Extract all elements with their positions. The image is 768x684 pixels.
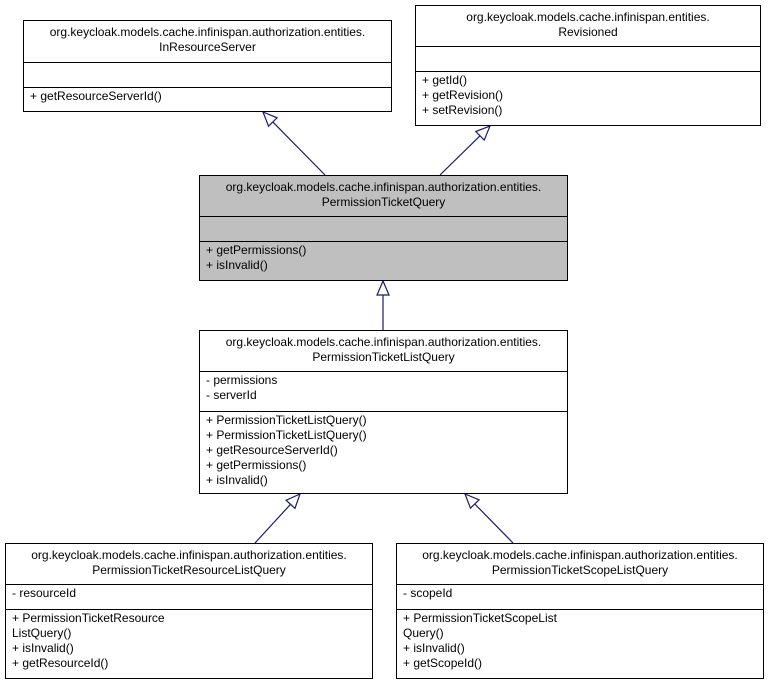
attributes-section (200, 216, 567, 241)
method: + getRevision() (422, 88, 504, 102)
attributes-section: - resourceId (6, 584, 372, 609)
attributes-section: - permissions- serverId (200, 371, 567, 411)
edge-line (474, 503, 514, 544)
inheritance-edge (254, 492, 302, 544)
class-name: org.keycloak.models.cache.infinispan.aut… (6, 544, 372, 584)
class-permission-ticket-scope-list-query[interactable]: org.keycloak.models.cache.infinispan.aut… (396, 543, 764, 679)
method: + getResourceId() (12, 656, 109, 670)
inheritance-edge (439, 124, 492, 176)
hollow-arrowhead-icon (376, 279, 390, 296)
class-name: org.keycloak.models.cache.infinispan.aut… (200, 331, 567, 371)
class-permission-ticket-list-query[interactable]: org.keycloak.models.cache.infinispan.aut… (199, 330, 568, 494)
edge-line (254, 503, 291, 544)
class-name-line: InResourceServer (159, 40, 256, 54)
edge-line (272, 121, 326, 176)
attributes-section (416, 46, 760, 71)
class-name-line: org.keycloak.models.cache.infinispan.aut… (225, 335, 542, 349)
attribute: - permissions (206, 373, 278, 387)
class-name: org.keycloak.models.cache.infinispan.ent… (416, 6, 760, 46)
class-name-line: org.keycloak.models.cache.infinispan.aut… (49, 25, 366, 39)
class-name-line: Revisioned (558, 25, 618, 39)
attributes-section (24, 62, 391, 87)
class-name-line: PermissionTicketScopeListQuery (491, 563, 669, 577)
method: + PermissionTicketListQuery() (206, 428, 367, 442)
methods-section: + getResourceServerId() (24, 87, 391, 104)
hollow-arrowhead-icon (285, 492, 302, 510)
method: + getPermissions() (206, 458, 307, 472)
method: ListQuery() (12, 626, 72, 640)
method: Query() (403, 626, 444, 640)
hollow-arrowhead-icon (474, 124, 492, 142)
method: + isInvalid() (403, 641, 465, 655)
method: + PermissionTicketListQuery() (206, 413, 367, 427)
attribute: - resourceId (12, 586, 77, 600)
method: + isInvalid() (12, 641, 74, 655)
method: + getResourceServerId() (30, 89, 162, 103)
method: + getResourceServerId() (206, 443, 338, 457)
method: + getId() (422, 73, 468, 87)
class-revisioned[interactable]: org.keycloak.models.cache.infinispan.ent… (415, 5, 761, 126)
method: + getPermissions() (206, 243, 307, 257)
class-name-line: org.keycloak.models.cache.infinispan.aut… (422, 548, 738, 562)
method: + PermissionTicketResource (12, 611, 165, 625)
methods-section: + getPermissions()+ isInvalid() (200, 241, 567, 273)
inheritance-edge (463, 492, 514, 544)
class-name-line: org.keycloak.models.cache.infinispan.ent… (466, 10, 710, 24)
class-in-resource-server[interactable]: org.keycloak.models.cache.infinispan.aut… (23, 20, 392, 112)
method: + getScopeId() (403, 656, 483, 670)
inheritance-edge (376, 279, 390, 330)
attribute: - scopeId (403, 586, 453, 600)
class-name-line: org.keycloak.models.cache.infinispan.aut… (31, 548, 347, 562)
methods-section: + getId()+ getRevision()+ setRevision() (416, 71, 760, 118)
attributes-section: - scopeId (397, 584, 763, 609)
edge-line (439, 135, 481, 176)
attribute: - serverId (206, 388, 257, 402)
method: + isInvalid() (206, 473, 268, 487)
hollow-arrowhead-icon (463, 492, 481, 510)
method: + setRevision() (422, 103, 503, 117)
inheritance-edge (261, 110, 326, 176)
methods-section: + PermissionTicketListQuery()+ Permissio… (200, 411, 567, 488)
class-permission-ticket-resource-list-query[interactable]: org.keycloak.models.cache.infinispan.aut… (5, 543, 373, 679)
class-name-line: org.keycloak.models.cache.infinispan.aut… (225, 180, 542, 194)
class-name-line: PermissionTicketListQuery (312, 350, 455, 364)
class-name-line: PermissionTicketResourceListQuery (92, 563, 286, 577)
class-name: org.keycloak.models.cache.infinispan.aut… (397, 544, 763, 584)
class-name: org.keycloak.models.cache.infinispan.aut… (24, 21, 391, 62)
method: + isInvalid() (206, 258, 268, 272)
class-name: org.keycloak.models.cache.infinispan.aut… (200, 176, 567, 216)
class-name-line: PermissionTicketQuery (321, 195, 446, 209)
class-permission-ticket-query[interactable]: org.keycloak.models.cache.infinispan.aut… (199, 175, 568, 281)
method: + PermissionTicketScopeList (403, 611, 557, 625)
hollow-arrowhead-icon (261, 110, 279, 128)
